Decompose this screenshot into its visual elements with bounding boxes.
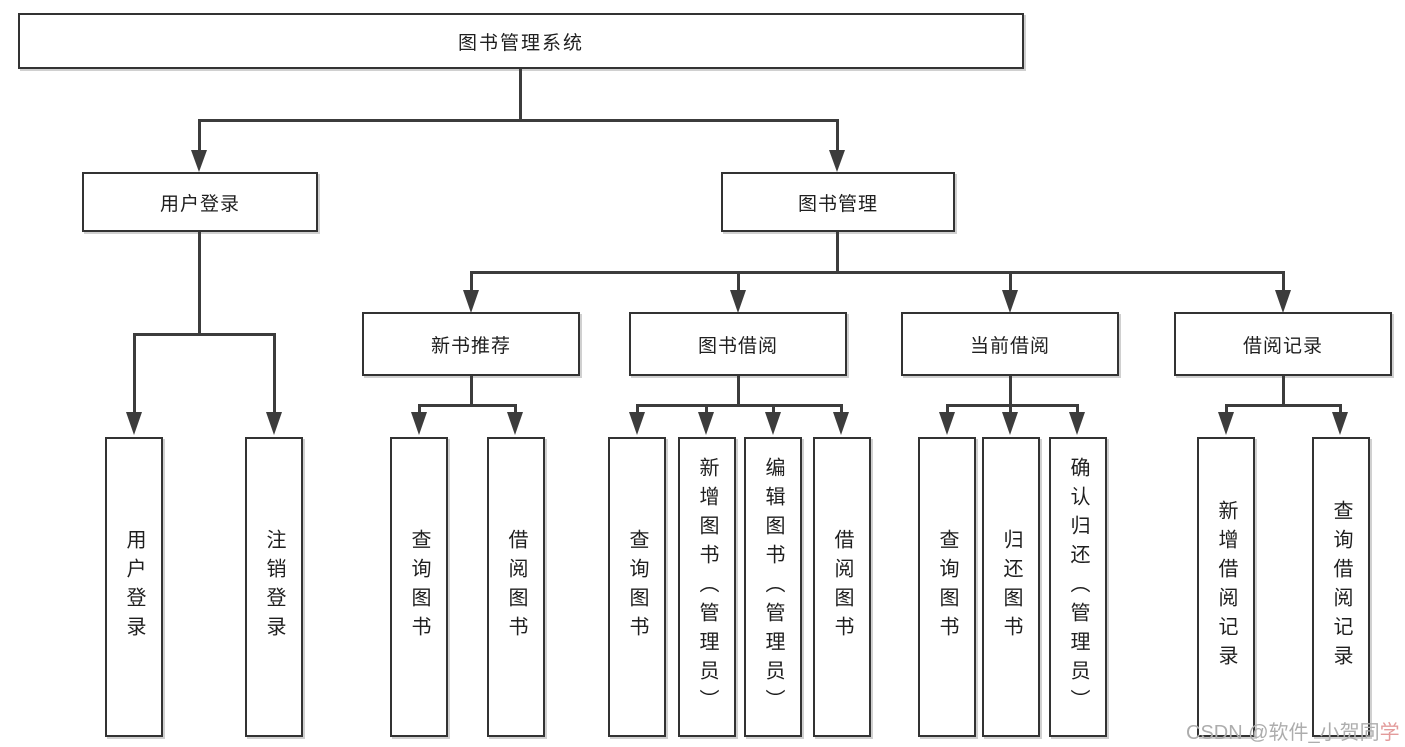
arrow-to-book-management bbox=[829, 150, 845, 172]
leaf-query-books-borrowing: 查询图书 bbox=[608, 437, 666, 737]
connector-drop-new-book bbox=[470, 271, 473, 291]
leaf-query-borrow-record: 查询借阅记录 bbox=[1312, 437, 1370, 737]
connector-user-login-hline bbox=[133, 333, 276, 336]
arrow-to-leaf-logout bbox=[266, 412, 282, 435]
arrow-to-user-login bbox=[191, 150, 207, 172]
node-new-book-recommendation: 新书推荐 bbox=[362, 312, 580, 376]
arrow-g4-leaf2 bbox=[1332, 412, 1348, 435]
connector-drop-leaf-logout bbox=[273, 333, 276, 413]
connector-drop-book-management bbox=[836, 119, 839, 150]
connector-g3-drop2 bbox=[1009, 404, 1012, 414]
arrow-g2-leaf4 bbox=[833, 412, 849, 435]
connector-g4-stem bbox=[1282, 376, 1285, 406]
arrow-to-book-borrowing bbox=[730, 290, 746, 313]
node-root: 图书管理系统 bbox=[18, 13, 1024, 69]
connector-g1-hline bbox=[418, 404, 517, 407]
node-root-label: 图书管理系统 bbox=[457, 32, 584, 54]
connector-g2-stem bbox=[737, 376, 740, 406]
connector-root-hline bbox=[198, 119, 839, 122]
arrow-g1-leaf2 bbox=[507, 412, 523, 435]
connector-g4-drop2 bbox=[1339, 404, 1342, 414]
leaf-return-books-label: 归还图书 bbox=[1000, 529, 1022, 645]
leaf-confirm-return-admin: 确认归还（管理员） bbox=[1049, 437, 1107, 737]
connector-g2-drop1 bbox=[636, 404, 639, 414]
leaf-edit-books-admin: 编辑图书（管理员） bbox=[744, 437, 802, 737]
csdn-watermark-accent: 学 bbox=[1379, 722, 1400, 744]
leaf-add-borrow-record: 新增借阅记录 bbox=[1197, 437, 1255, 737]
connector-g2-drop2 bbox=[705, 404, 708, 414]
connector-g3-stem bbox=[1009, 376, 1012, 406]
leaf-logout-login: 注销登录 bbox=[245, 437, 303, 737]
connector-user-login-stem bbox=[198, 232, 201, 335]
node-user-login-label: 用户登录 bbox=[159, 193, 240, 215]
connector-drop-user-login bbox=[198, 119, 201, 150]
connector-g2-drop4 bbox=[840, 404, 843, 414]
connector-g4-drop1 bbox=[1225, 404, 1228, 414]
leaf-return-books: 归还图书 bbox=[982, 437, 1040, 737]
connector-g3-drop1 bbox=[946, 404, 949, 414]
leaf-query-books-recommend-label: 查询图书 bbox=[408, 529, 430, 645]
leaf-query-books-borrowing-label: 查询图书 bbox=[626, 529, 648, 645]
node-current-borrowing: 当前借阅 bbox=[901, 312, 1119, 376]
leaf-add-borrow-record-label: 新增借阅记录 bbox=[1215, 500, 1237, 674]
connector-drop-current-borrowing bbox=[1009, 271, 1012, 291]
arrow-g1-leaf1 bbox=[411, 412, 427, 435]
connector-g3-drop3 bbox=[1076, 404, 1079, 414]
connector-g1-drop2 bbox=[514, 404, 517, 414]
leaf-query-books-current: 查询图书 bbox=[918, 437, 976, 737]
leaf-logout-login-label: 注销登录 bbox=[263, 529, 285, 645]
arrow-g2-leaf2 bbox=[698, 412, 714, 435]
connector-g2-drop3 bbox=[772, 404, 775, 414]
leaf-query-books-current-label: 查询图书 bbox=[936, 529, 958, 645]
leaf-query-borrow-record-label: 查询借阅记录 bbox=[1330, 500, 1352, 674]
node-book-borrowing-label: 图书借阅 bbox=[697, 335, 778, 357]
leaf-confirm-return-admin-label: 确认归还（管理员） bbox=[1067, 456, 1089, 718]
arrow-to-new-book bbox=[463, 290, 479, 313]
arrow-to-leaf-login bbox=[126, 412, 142, 435]
arrow-g3-leaf1 bbox=[939, 412, 955, 435]
connector-book-management-hline bbox=[470, 271, 1284, 274]
arrow-g2-leaf1 bbox=[629, 412, 645, 435]
arrow-g4-leaf1 bbox=[1218, 412, 1234, 435]
connector-g4-hline bbox=[1225, 404, 1342, 407]
leaf-borrow-books-recommend-label: 借阅图书 bbox=[505, 529, 527, 645]
connector-g1-drop1 bbox=[418, 404, 421, 414]
leaf-borrow-books-borrowing-label: 借阅图书 bbox=[831, 529, 853, 645]
csdn-watermark-text: CSDN @软件_小贺同 bbox=[1186, 722, 1380, 744]
arrow-g3-leaf3 bbox=[1069, 412, 1085, 435]
node-borrowing-records-label: 借阅记录 bbox=[1242, 335, 1323, 357]
arrow-g3-leaf2 bbox=[1002, 412, 1018, 435]
csdn-watermark: CSDN @软件_小贺同学 bbox=[1186, 716, 1400, 745]
connector-g3-hline bbox=[946, 404, 1079, 407]
node-book-management-label: 图书管理 bbox=[797, 193, 878, 215]
node-book-management: 图书管理 bbox=[721, 172, 955, 232]
arrow-to-borrowing-records bbox=[1275, 290, 1291, 313]
leaf-query-books-recommend: 查询图书 bbox=[390, 437, 448, 737]
connector-book-management-stem bbox=[836, 232, 839, 273]
node-book-borrowing: 图书借阅 bbox=[629, 312, 847, 376]
node-borrowing-records: 借阅记录 bbox=[1174, 312, 1392, 376]
connector-drop-leaf-login bbox=[133, 333, 136, 413]
leaf-borrow-books-recommend: 借阅图书 bbox=[487, 437, 545, 737]
leaf-borrow-books-borrowing: 借阅图书 bbox=[813, 437, 871, 737]
leaf-user-login: 用户登录 bbox=[105, 437, 163, 737]
leaf-edit-books-admin-label: 编辑图书（管理员） bbox=[762, 456, 784, 718]
leaf-add-books-admin-label: 新增图书（管理员） bbox=[696, 456, 718, 718]
connector-drop-borrowing-records bbox=[1282, 271, 1285, 291]
arrow-g2-leaf3 bbox=[765, 412, 781, 435]
leaf-user-login-label: 用户登录 bbox=[123, 529, 145, 645]
node-current-borrowing-label: 当前借阅 bbox=[969, 335, 1050, 357]
connector-root-stem bbox=[519, 69, 522, 121]
connector-drop-book-borrowing bbox=[737, 271, 740, 291]
leaf-add-books-admin: 新增图书（管理员） bbox=[678, 437, 736, 737]
connector-g1-stem bbox=[470, 376, 473, 406]
connector-g2-hline bbox=[636, 404, 843, 407]
node-new-book-recommendation-label: 新书推荐 bbox=[430, 335, 511, 357]
arrow-to-current-borrowing bbox=[1002, 290, 1018, 313]
node-user-login: 用户登录 bbox=[82, 172, 318, 232]
